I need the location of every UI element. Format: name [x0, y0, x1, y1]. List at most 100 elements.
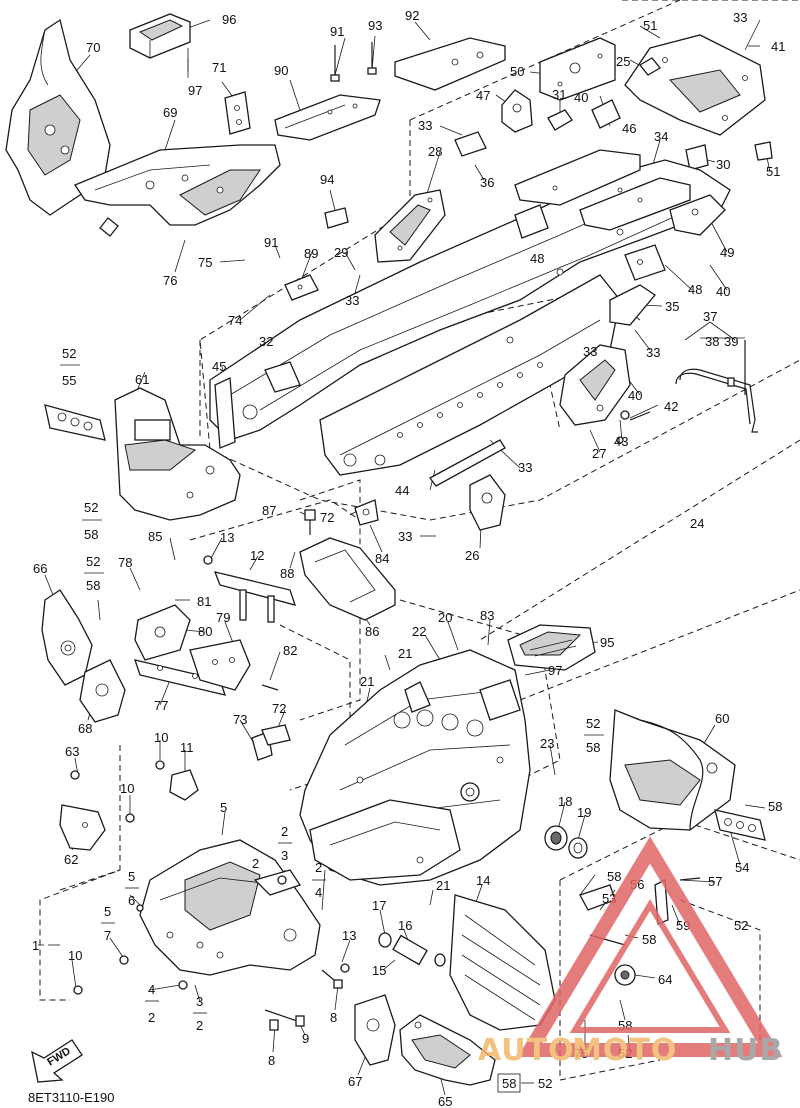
callout-58: 58 [768, 799, 782, 814]
part-71-bracket [224, 91, 251, 135]
callout-16: 16 [398, 918, 412, 933]
callout-52: 52 [62, 346, 76, 361]
part-73-clip [251, 724, 291, 761]
callout-72: 72 [272, 701, 286, 716]
callout-52: 52 [538, 1076, 552, 1091]
callout-75: 75 [198, 255, 212, 270]
callout-58: 58 [607, 869, 621, 884]
diagram-code: 8ET3110-E190 [28, 1090, 115, 1105]
callout-14: 14 [476, 873, 490, 888]
part-62-bracket [59, 770, 106, 851]
part-44-rail [429, 439, 506, 487]
callout-65: 65 [438, 1094, 452, 1108]
part-25-plate [624, 34, 766, 136]
callout-19: 19 [577, 805, 591, 820]
callout-74: 74 [228, 313, 242, 328]
callout-76: 76 [163, 273, 177, 288]
callout-58: 58 [642, 932, 656, 947]
callout-32: 32 [259, 334, 273, 349]
callout-68: 68 [78, 721, 92, 736]
callout-33: 33 [518, 460, 532, 475]
callout-80: 80 [198, 624, 212, 639]
part-92-plate [394, 37, 506, 91]
callout-35: 35 [665, 299, 679, 314]
part-11-bracket [125, 760, 199, 823]
part-27-bracket [559, 344, 631, 426]
callout-6: 6 [128, 893, 135, 908]
callout-46: 46 [622, 121, 636, 136]
callout-10: 10 [68, 948, 82, 963]
callout-8: 8 [268, 1053, 275, 1068]
callout-21: 21 [360, 674, 374, 689]
callout-33: 33 [583, 344, 597, 359]
part-54-plate [714, 809, 766, 841]
callout-5: 5 [128, 869, 135, 884]
callout-88: 88 [280, 566, 294, 581]
callout-82: 82 [283, 643, 297, 658]
callout-87: 87 [262, 503, 276, 518]
callout-13: 13 [342, 928, 356, 943]
part-12-bracket [203, 555, 296, 623]
callout-84: 84 [375, 551, 389, 566]
callout-52: 52 [734, 918, 748, 933]
callout-7: 7 [104, 928, 111, 943]
part-14-radiator [449, 894, 556, 1031]
callout-58: 58 [502, 1076, 516, 1091]
callout-22: 22 [412, 624, 426, 639]
watermark-triangle-icon [517, 836, 783, 1057]
callout-90: 90 [274, 63, 288, 78]
frame-holes [242, 228, 624, 467]
callout-58: 58 [586, 740, 600, 755]
callout-38: 38 [705, 334, 719, 349]
callout-27: 27 [592, 446, 606, 461]
callout-93: 93 [368, 18, 382, 33]
part-79-bracket [189, 639, 279, 691]
callout-57: 57 [708, 874, 722, 889]
callout-12: 12 [250, 548, 264, 563]
callout-72: 72 [320, 510, 334, 525]
callout-40: 40 [628, 388, 642, 403]
callout-17: 17 [372, 898, 386, 913]
callout-2: 2 [252, 856, 259, 871]
part-drawings [5, 13, 773, 1086]
part-70-shroud [5, 18, 111, 216]
callout-77: 77 [154, 698, 168, 713]
callout-91: 91 [330, 24, 344, 39]
callout-62: 62 [64, 852, 78, 867]
callout-33: 33 [646, 345, 660, 360]
watermark-text-moto: MOTO [572, 1033, 677, 1068]
watermark-logo: AUTO MOTO HUB [478, 836, 783, 1068]
part-61-mount [114, 387, 241, 521]
callout-52: 52 [84, 500, 98, 515]
callout-2: 2 [281, 824, 288, 839]
callout-48: 48 [688, 282, 702, 297]
part-28-plate [374, 189, 446, 263]
part-90-plate [274, 94, 381, 141]
callout-5: 5 [104, 904, 111, 919]
callout-78: 78 [118, 555, 132, 570]
callout-21: 21 [398, 646, 412, 661]
callout-42: 42 [664, 399, 678, 414]
part-49-bracket [669, 194, 726, 236]
fwd-arrow-icon [31, 1039, 83, 1083]
callout-4: 4 [315, 885, 322, 900]
part-15-16-17 [378, 932, 446, 967]
callout-28: 28 [428, 144, 442, 159]
callout-66: 66 [33, 561, 47, 576]
callout-52: 52 [86, 554, 100, 569]
callout-51: 51 [766, 164, 780, 179]
part-68-plate [79, 659, 126, 723]
part-80-bracket [134, 604, 191, 661]
callout-13: 13 [220, 530, 234, 545]
part-main-upper-frame [209, 149, 731, 476]
callout-39: 39 [724, 334, 738, 349]
callout-30: 30 [716, 157, 730, 172]
callout-44: 44 [395, 483, 409, 498]
callout-37: 37 [703, 309, 717, 324]
callout-25: 25 [616, 54, 630, 69]
callout-69: 69 [163, 105, 177, 120]
callout-61: 61 [135, 372, 149, 387]
part-35-bracket [609, 284, 656, 326]
callout-41: 41 [771, 39, 785, 54]
callout-20: 20 [438, 610, 452, 625]
